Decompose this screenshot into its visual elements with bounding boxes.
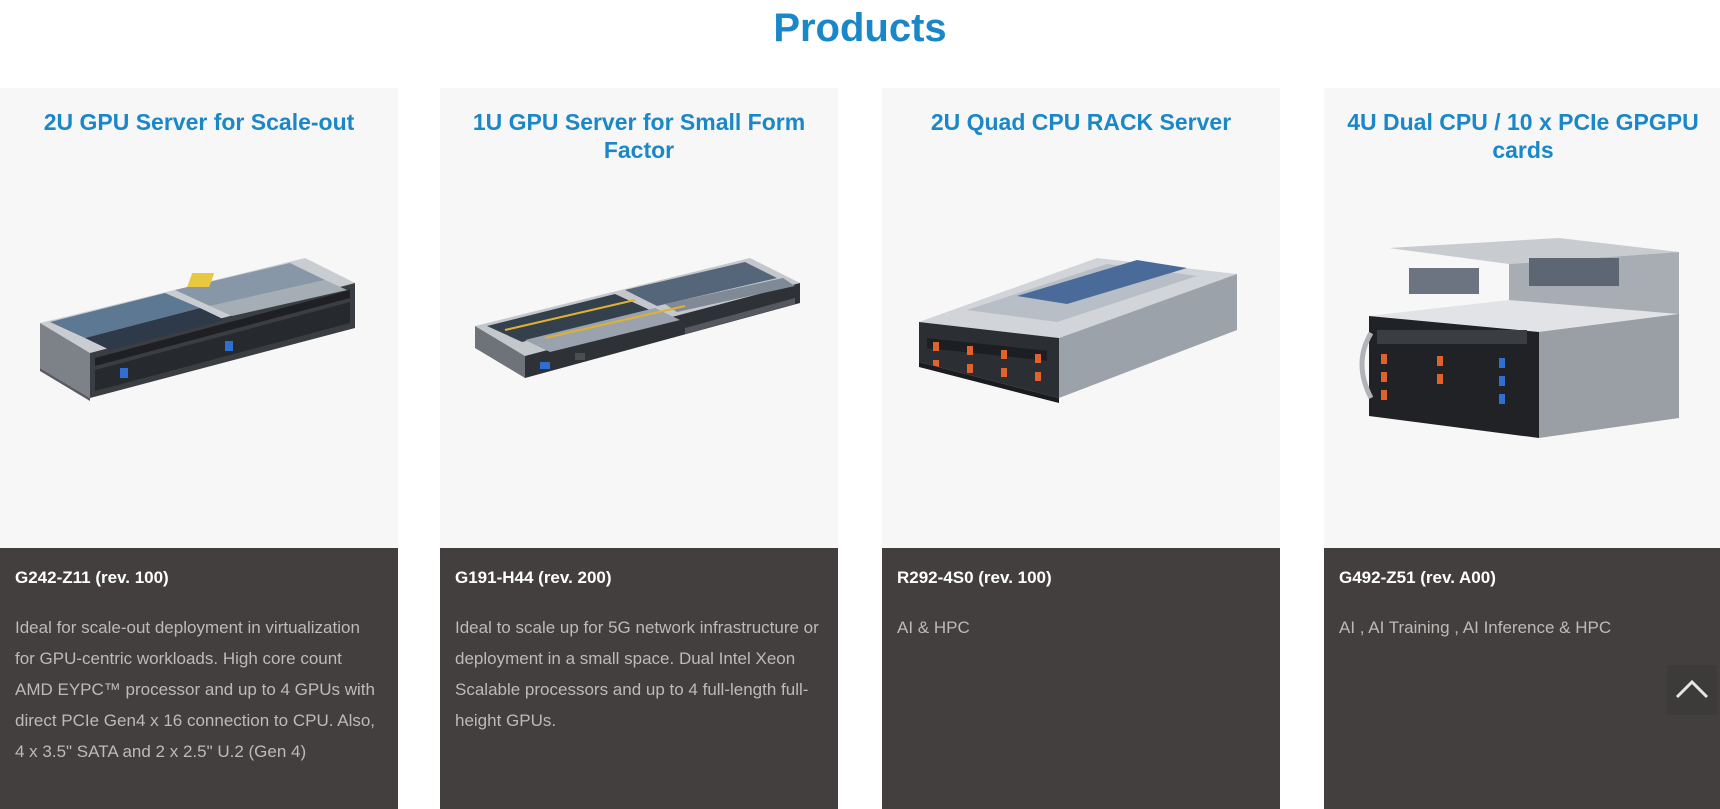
- product-model-link[interactable]: R292-4S0 (rev. 100): [897, 568, 1052, 587]
- product-grid: 2U GPU Server for Scale-out: [0, 88, 1720, 809]
- chevron-up-icon: [1675, 679, 1709, 699]
- server-4u-gpgpu-image[interactable]: [1349, 238, 1697, 468]
- product-description: Ideal to scale up for 5G network infrast…: [455, 618, 819, 730]
- product-card: 2U GPU Server for Scale-out: [0, 88, 398, 809]
- product-description: Ideal for scale-out deployment in virtua…: [15, 618, 376, 761]
- product-model-link[interactable]: G492-Z51 (rev. A00): [1339, 568, 1496, 587]
- product-model-link[interactable]: G242-Z11 (rev. 100): [15, 568, 169, 587]
- product-heading[interactable]: 4U Dual CPU / 10 x PCIe GPGPU cards: [1347, 109, 1699, 163]
- product-heading[interactable]: 2U Quad CPU RACK Server: [930, 109, 1232, 135]
- server-2u-quad-cpu-image[interactable]: [907, 238, 1255, 468]
- server-1u-gpu-image[interactable]: [465, 238, 813, 468]
- server-4u-gpgpu-illustration: [1359, 238, 1679, 438]
- server-2u-quad-cpu-illustration: [919, 258, 1237, 403]
- product-card-header[interactable]: 2U GPU Server for Scale-out: [0, 88, 398, 548]
- page-title: Products: [773, 6, 947, 50]
- product-card-header[interactable]: 2U Quad CPU RACK Server: [882, 88, 1280, 548]
- product-card: 1U GPU Server for Small Form Factor: [440, 88, 838, 809]
- product-card-body: R292-4S0 (rev. 100) AI & HPC: [882, 548, 1280, 809]
- server-2u-gpu-image[interactable]: [25, 238, 373, 468]
- product-description: AI & HPC: [897, 618, 970, 637]
- back-to-top-button[interactable]: [1667, 665, 1717, 715]
- product-card: 4U Dual CPU / 10 x PCIe GPGPU cards: [1324, 88, 1720, 809]
- product-card-header[interactable]: 4U Dual CPU / 10 x PCIe GPGPU cards: [1324, 88, 1720, 548]
- product-card: 2U Quad CPU RACK Server: [882, 88, 1280, 809]
- product-card-body: G242-Z11 (rev. 100) Ideal for scale-out …: [0, 548, 398, 809]
- product-description: AI , AI Training , AI Inference & HPC: [1339, 618, 1612, 637]
- product-model-link[interactable]: G191-H44 (rev. 200): [455, 568, 612, 587]
- server-1u-gpu-illustration: [475, 258, 800, 378]
- product-card-header[interactable]: 1U GPU Server for Small Form Factor: [440, 88, 838, 548]
- server-2u-gpu-illustration: [40, 258, 355, 401]
- product-card-body: G492-Z51 (rev. A00) AI , AI Training , A…: [1324, 548, 1720, 809]
- product-heading[interactable]: 2U GPU Server for Scale-out: [43, 109, 355, 135]
- product-heading[interactable]: 1U GPU Server for Small Form Factor: [472, 109, 806, 163]
- product-card-body: G191-H44 (rev. 200) Ideal to scale up fo…: [440, 548, 838, 809]
